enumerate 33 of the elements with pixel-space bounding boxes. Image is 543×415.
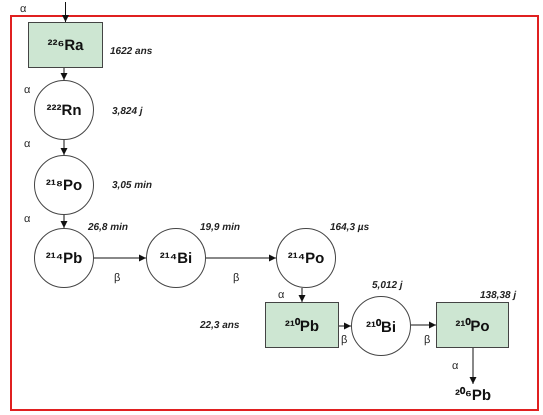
half-life-label: 3,824 j (112, 106, 143, 117)
half-life-label: 138,38 j (480, 290, 516, 301)
nuclide-box: ²²⁶Ra (28, 22, 103, 68)
half-life-label: 5,012 j (372, 280, 403, 291)
half-life-label: 1622 ans (110, 46, 152, 57)
nuclide-circle: ²¹⁰Bi (351, 296, 411, 356)
arrow (410, 322, 436, 328)
edge-label: β (341, 334, 348, 346)
edge-label: α (452, 360, 458, 372)
edge-label: β (114, 272, 120, 284)
edge-label: α (278, 289, 284, 301)
arrow (298, 288, 306, 302)
arrow (94, 254, 146, 262)
nuclide-label: ²⁰⁶Pb (450, 384, 496, 404)
arrow (60, 68, 68, 80)
edge-label: β (424, 334, 430, 346)
edge-label: β (233, 272, 240, 284)
edge-label: α (20, 3, 26, 15)
arrow (60, 214, 68, 228)
nuclide-box: ²¹⁰Po (436, 302, 509, 348)
arrow (338, 322, 352, 330)
half-life-label: 3,05 min (112, 180, 152, 191)
arrow (60, 140, 68, 156)
arrow (206, 254, 276, 262)
edge-label: α (24, 213, 30, 225)
half-life-label: 22,3 ans (200, 320, 240, 331)
edge-label: α (24, 84, 30, 96)
arrow (62, 2, 69, 22)
nuclide-circle: ²²²Rn (34, 80, 94, 140)
edge-label: α (24, 138, 30, 150)
nuclide-box: ²¹⁰Pb (265, 302, 339, 348)
nuclide-circle: ²¹⁸Po (34, 155, 94, 215)
arrow (470, 348, 476, 384)
